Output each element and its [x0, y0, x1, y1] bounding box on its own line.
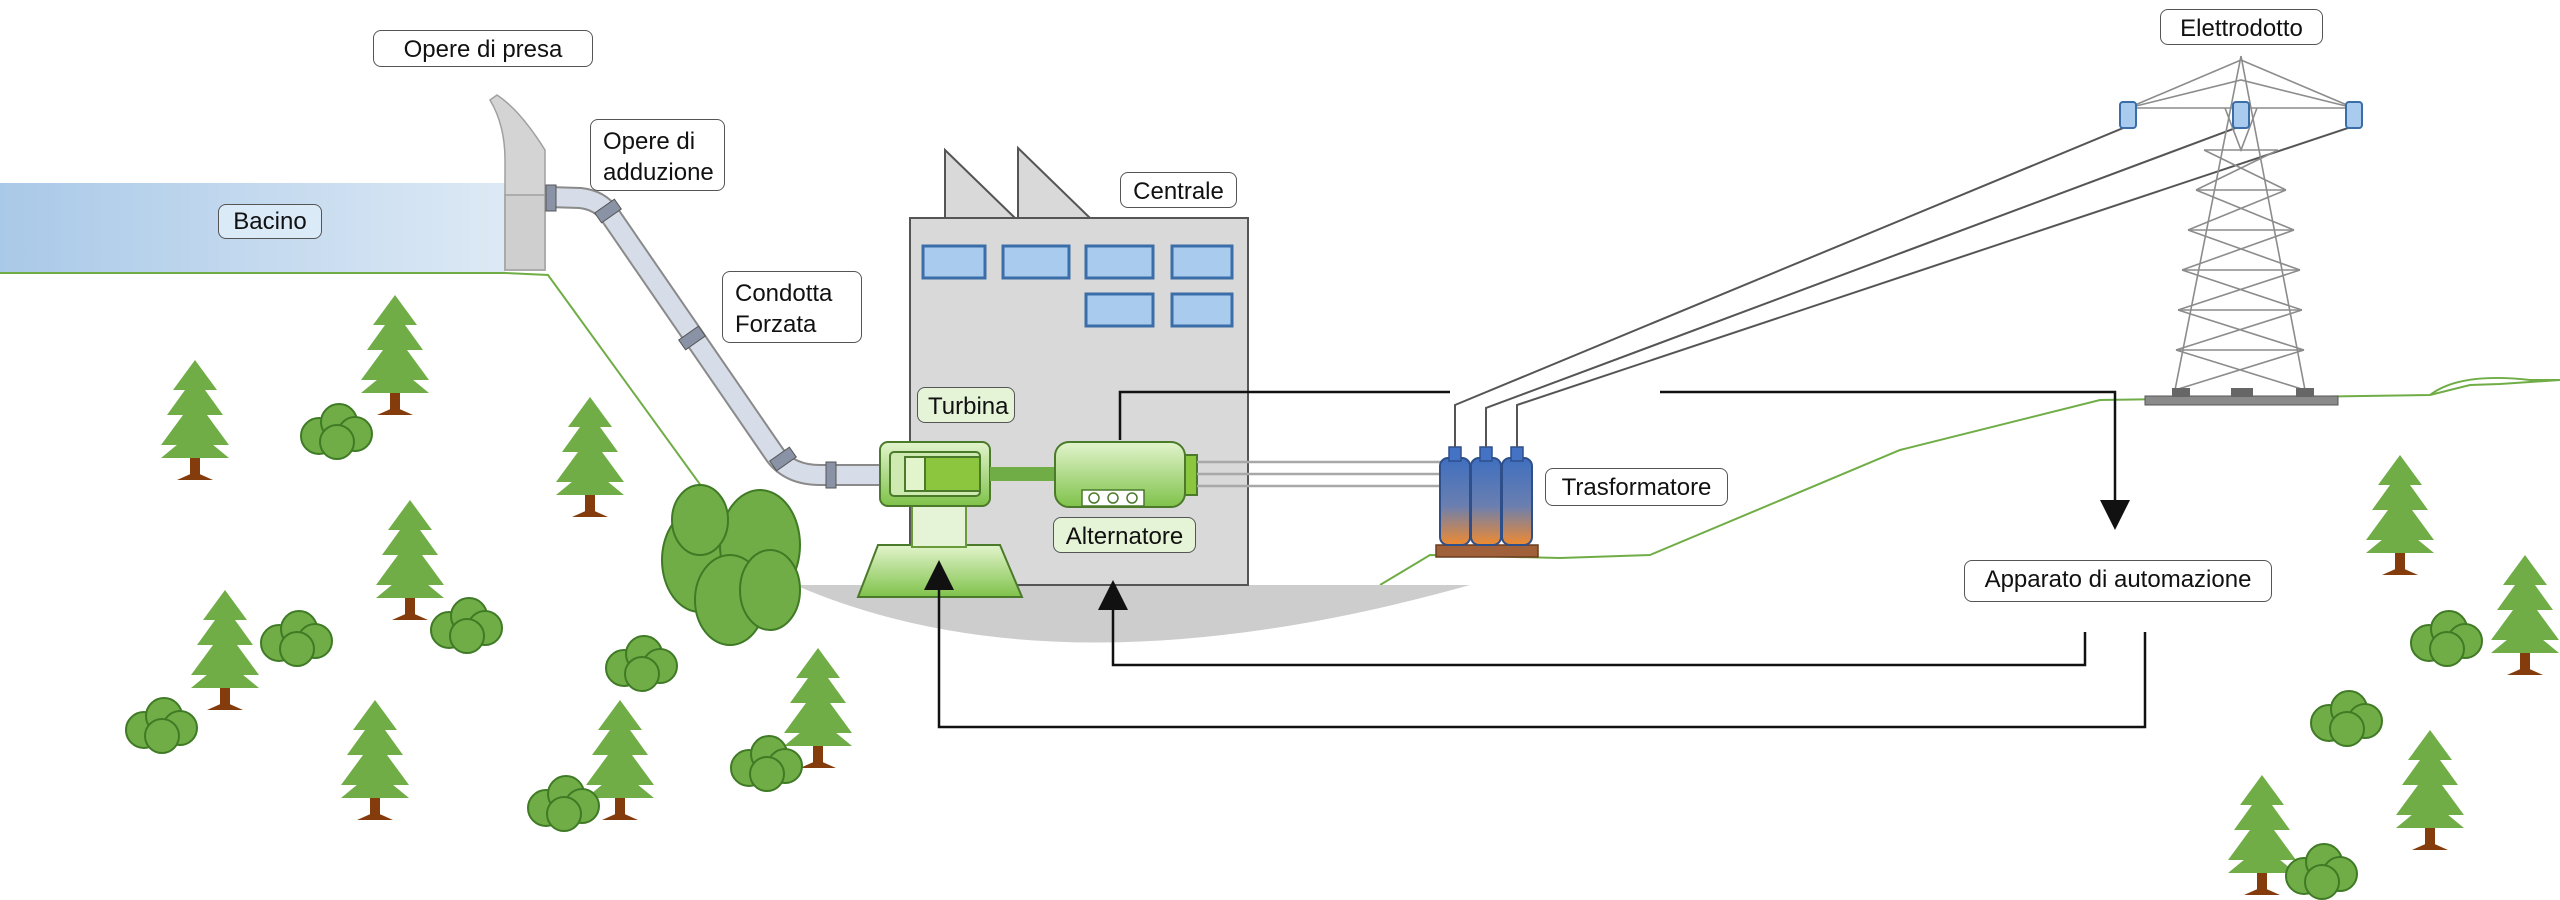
alternator [1054, 441, 1198, 508]
large-bush [661, 484, 801, 646]
insulators [2119, 101, 2363, 129]
control-lines [924, 390, 2147, 729]
label-elettrodotto: Elettrodotto [2160, 9, 2323, 45]
busbar [1197, 460, 1455, 488]
penstock-pipe [545, 184, 880, 489]
label-condotta-forzata: Condotta Forzata [722, 271, 862, 343]
label-opere-di-adduzione: Opere di adduzione [590, 119, 725, 191]
label-centrale: Centrale [1120, 172, 1237, 208]
shaft [990, 467, 1055, 481]
label-trasformatore: Trasformatore [1545, 468, 1728, 506]
ground-line-left [0, 272, 716, 506]
label-bacino: Bacino [218, 204, 322, 239]
intake-structure [489, 94, 546, 271]
label-turbina: Turbina [917, 387, 1015, 423]
transmission-lines [1454, 125, 2355, 447]
transformer [1435, 446, 1539, 558]
label-apparato-di-automazione: Apparato di automazione [1964, 560, 2272, 602]
label-alternatore: Alternatore [1053, 517, 1196, 553]
label-opere-di-presa: Opere di presa [373, 30, 593, 67]
ground-shadow [795, 585, 1470, 643]
bushes [125, 403, 2483, 900]
